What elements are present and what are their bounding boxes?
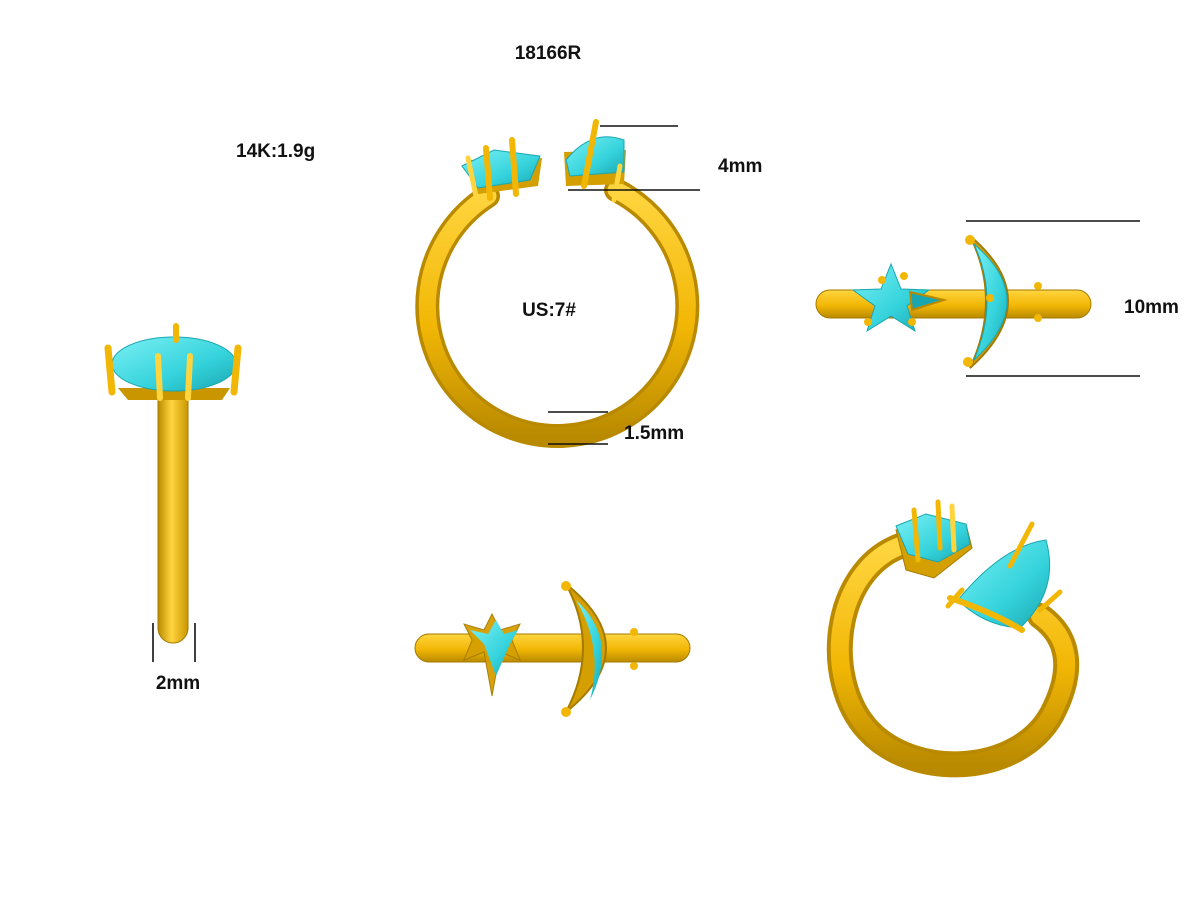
side-view-stone bbox=[111, 336, 237, 392]
bottom-view-prong bbox=[630, 628, 638, 636]
bottom-view-prong bbox=[561, 581, 571, 591]
band-thickness-label: 1.5mm bbox=[624, 423, 684, 444]
front-view-prong bbox=[509, 137, 519, 197]
perspective-view-prong bbox=[945, 587, 965, 609]
side-view bbox=[104, 323, 242, 644]
top-view-prong bbox=[900, 272, 908, 280]
top-view-prong bbox=[1034, 314, 1042, 322]
top-view-star-stone bbox=[851, 262, 931, 333]
top-view-band bbox=[815, 289, 1092, 319]
front-view-moon-stone bbox=[565, 136, 625, 177]
stone-height-dimension: 4mm bbox=[568, 125, 762, 191]
band-thickness-dimension: 1.5mm bbox=[548, 411, 684, 445]
perspective-view-band bbox=[830, 537, 1076, 774]
front-view-band bbox=[418, 181, 696, 445]
perspective-view-prong bbox=[935, 499, 943, 551]
bottom-view-prong bbox=[561, 707, 571, 717]
side-view-setting-base bbox=[118, 388, 230, 400]
bottom-view-band bbox=[414, 633, 691, 663]
top-view-moon-stone bbox=[973, 243, 1008, 361]
perspective-view bbox=[826, 499, 1080, 778]
bottom-view-prong bbox=[630, 662, 638, 670]
stone-height-label: 4mm bbox=[718, 156, 762, 177]
metal-weight: 14K:1.9g bbox=[236, 141, 315, 162]
top-view-prong bbox=[963, 357, 973, 367]
top-view bbox=[815, 235, 1092, 369]
bottom-view bbox=[414, 581, 691, 717]
top-width-dimension: 10mm bbox=[966, 220, 1179, 377]
top-view-prong bbox=[965, 235, 975, 245]
perspective-view-moon-stone bbox=[957, 539, 1051, 629]
band-width-label: 2mm bbox=[156, 673, 200, 694]
perspective-view-moon-setting bbox=[947, 595, 1025, 633]
side-view-prong bbox=[104, 344, 116, 396]
side-view-prong bbox=[185, 353, 193, 401]
top-view-prong bbox=[908, 318, 916, 326]
front-view-prong bbox=[581, 119, 599, 189]
top-view-prong bbox=[864, 318, 872, 326]
ring-size: US:7# bbox=[522, 300, 576, 321]
top-view-prong bbox=[986, 294, 994, 302]
side-view-prong bbox=[230, 344, 242, 396]
front-view-prong bbox=[611, 163, 623, 203]
bottom-view-star-stone bbox=[470, 620, 518, 676]
side-view-prong bbox=[155, 353, 163, 401]
top-view-prong bbox=[1034, 282, 1042, 290]
bottom-view-moon-stone bbox=[576, 600, 603, 700]
perspective-view-prong bbox=[1037, 589, 1063, 613]
top-view-star-point bbox=[908, 290, 948, 312]
side-view-shank bbox=[157, 384, 189, 644]
perspective-view-prong bbox=[1007, 521, 1035, 569]
perspective-view-prong bbox=[911, 507, 921, 563]
front-view-prong bbox=[483, 145, 493, 201]
top-width-label: 10mm bbox=[1124, 297, 1179, 318]
band-width-dimension: 2mm bbox=[152, 623, 200, 694]
front-view bbox=[415, 119, 700, 448]
top-view-prong bbox=[878, 276, 886, 284]
perspective-view-prong bbox=[949, 503, 957, 553]
front-view-prong bbox=[465, 155, 479, 199]
model-number: 18166R bbox=[515, 43, 582, 64]
